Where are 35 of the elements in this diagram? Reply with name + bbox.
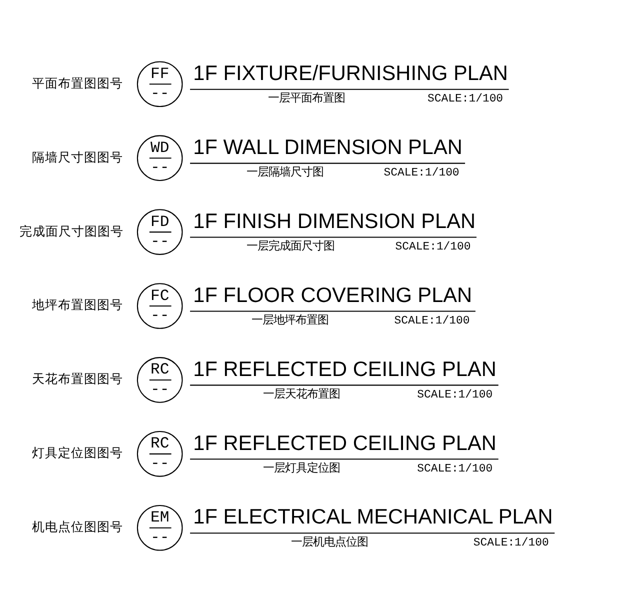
node-label: SCALE:1/100 (417, 462, 493, 475)
node-label: 1F ELECTRICAL MECHANICAL PLAN (193, 505, 553, 528)
node-circle: FC -- (136, 282, 183, 328)
node-label: SCALE:1/100 (395, 240, 471, 254)
node-label: 一层天花布置图 (262, 388, 340, 400)
node-label: 隔墙尺寸图图号 (32, 150, 124, 164)
node-label: 1F REFLECTED CEILING PLAN (193, 431, 496, 454)
node-label: 一层完成面尺寸图 (246, 240, 334, 252)
node-label: 1F FINISH DIMENSION PLAN (193, 209, 476, 232)
node-label: 1F WALL DIMENSION PLAN (193, 135, 462, 158)
node-label: SCALE:1/100 (417, 388, 493, 401)
node-label: 天花布置图图号 (32, 372, 124, 386)
node-label: SCALE:1/100 (384, 166, 460, 180)
node-label: SCALE:1/100 (394, 314, 470, 327)
node-label: 一层地坪布置图 (252, 314, 329, 326)
node-circle: FF -- (136, 60, 183, 107)
node-circle: EM -- (136, 504, 183, 550)
node-label: 平面布置图图号 (32, 76, 124, 90)
node-label: 机电点位图图号 (32, 520, 124, 534)
node-label: 1F FIXTURE/FURNISHING PLAN (193, 61, 508, 84)
node-label: SCALE:1/100 (428, 92, 504, 106)
node-label: 一层机电点位图 (291, 536, 368, 548)
node-circle: FD -- (136, 208, 183, 254)
node-circle: RC -- (136, 356, 183, 402)
node-label: 地坪布置图图号 (32, 298, 124, 312)
node-label: 1F FLOOR COVERING PLAN (193, 283, 472, 306)
node-label: 灯具定位图图号 (32, 446, 124, 460)
node-circle: WD -- (136, 134, 183, 180)
node-circle: RC -- (136, 430, 183, 476)
node-label: 完成面尺寸图图号 (19, 224, 124, 238)
node-label: 一层平面布置图 (268, 92, 346, 104)
node-label: 一层灯具定位图 (262, 462, 340, 474)
node-label: 1F REFLECTED CEILING PLAN (193, 357, 496, 380)
node-label: 一层隔墙尺寸图 (246, 166, 324, 178)
node-label: SCALE:1/100 (473, 536, 549, 549)
